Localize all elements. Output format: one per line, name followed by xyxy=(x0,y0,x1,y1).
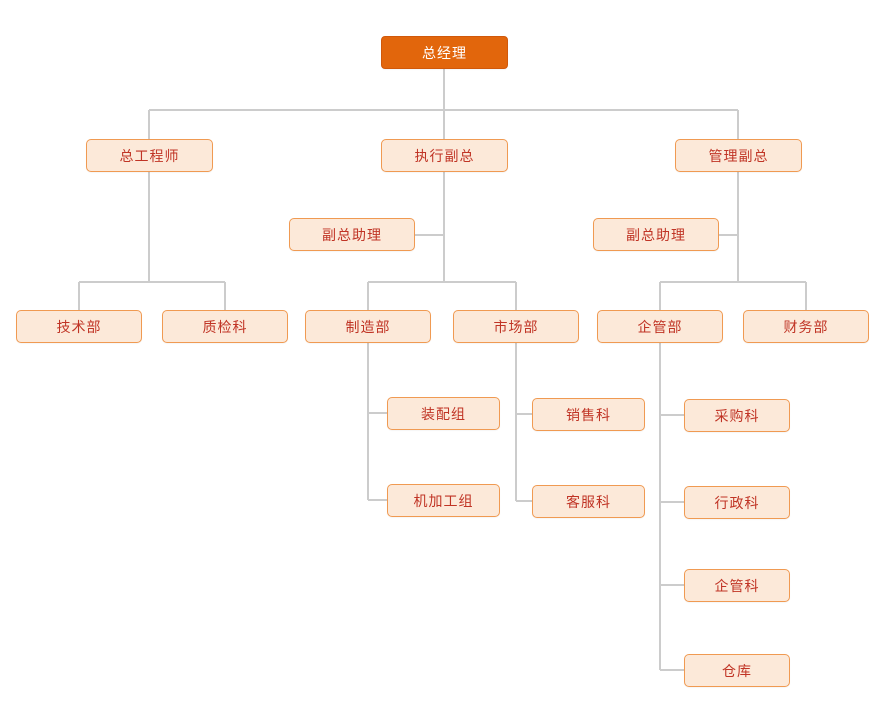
node-vp-assistant-right[interactable]: 副总助理 xyxy=(593,218,719,251)
node-manufacturing-dept[interactable]: 制造部 xyxy=(305,310,431,343)
node-general-manager[interactable]: 总经理 xyxy=(381,36,508,69)
node-enterprise-mgmt-section[interactable]: 企管科 xyxy=(684,569,790,602)
node-customer-service-section[interactable]: 客服科 xyxy=(532,485,645,518)
node-warehouse[interactable]: 仓库 xyxy=(684,654,790,687)
node-finance-dept[interactable]: 财务部 xyxy=(743,310,869,343)
node-purchasing-section[interactable]: 采购科 xyxy=(684,399,790,432)
node-chief-engineer[interactable]: 总工程师 xyxy=(86,139,213,172)
node-machining-group[interactable]: 机加工组 xyxy=(387,484,500,517)
node-sales-section[interactable]: 销售科 xyxy=(532,398,645,431)
node-assembly-group[interactable]: 装配组 xyxy=(387,397,500,430)
node-vp-assistant-left[interactable]: 副总助理 xyxy=(289,218,415,251)
node-management-vp[interactable]: 管理副总 xyxy=(675,139,802,172)
node-marketing-dept[interactable]: 市场部 xyxy=(453,310,579,343)
node-executive-vp[interactable]: 执行副总 xyxy=(381,139,508,172)
node-technology-dept[interactable]: 技术部 xyxy=(16,310,142,343)
node-administration-section[interactable]: 行政科 xyxy=(684,486,790,519)
node-quality-inspection-section[interactable]: 质检科 xyxy=(162,310,288,343)
node-enterprise-mgmt-dept[interactable]: 企管部 xyxy=(597,310,723,343)
